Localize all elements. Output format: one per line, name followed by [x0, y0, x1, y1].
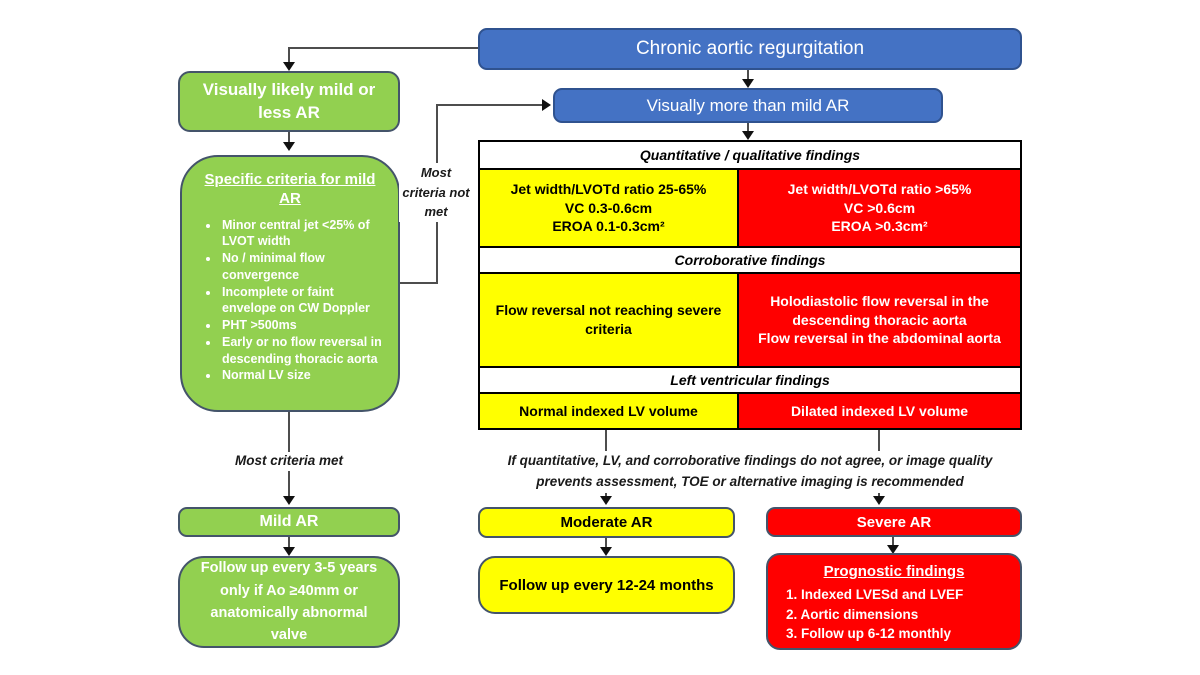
mild-followup-box: Follow up every 3-5 years only if Ao ≥40… — [178, 556, 400, 648]
cell-lv-severe: Dilated indexed LV volume — [737, 394, 1020, 428]
cell-quantitative-moderate: Jet width/LVOTd ratio 25-65% VC 0.3-0.6c… — [480, 170, 737, 246]
list-item: Minor central jet <25% of LVOT width — [220, 217, 386, 251]
mild-ar-box: Mild AR — [178, 507, 400, 537]
arrowhead-to-prognostic — [887, 545, 899, 554]
findings-table: Quantitative / qualitative findings Jet … — [478, 140, 1022, 430]
arrowhead-to-visually-more-left — [542, 99, 551, 111]
list-item: 2. Aortic dimensions — [786, 606, 919, 622]
severe-ar-box: Severe AR — [766, 507, 1022, 537]
chronic-ar-label: Chronic aortic regurgitation — [635, 38, 865, 59]
connector-more-to-table — [747, 123, 749, 132]
toe-recommendation-note: If quantitative, LV, and corroborative f… — [478, 451, 1022, 493]
moderate-ar-label: Moderate AR — [560, 514, 653, 531]
cell-corroborative-severe: Holodiastolic flow reversal in the desce… — [737, 274, 1020, 366]
mild-criteria-box: Specific criteria for mild AR Minor cent… — [180, 155, 400, 412]
connector-mildar-to-followup — [288, 537, 290, 548]
moderate-followup-box: Follow up every 12-24 months — [478, 556, 735, 614]
list-item: PHT >500ms — [220, 317, 386, 334]
list-item: 1. Indexed LVESd and LVEF — [786, 587, 964, 602]
connector-chronic-to-more — [747, 70, 749, 80]
chronic-ar-box: Chronic aortic regurgitation — [478, 28, 1022, 70]
connector-moderate-to-followup — [605, 538, 607, 548]
cell-corroborative-moderate: Flow reversal not reaching severe criter… — [480, 274, 737, 366]
visually-more-label: Visually more than mild AR — [646, 95, 850, 115]
visually-more-box: Visually more than mild AR — [553, 88, 943, 123]
arrowhead-to-criteria — [283, 142, 295, 151]
table-header-lv: Left ventricular findings — [480, 366, 1020, 392]
arrowhead-to-visually-more — [742, 79, 754, 88]
list-item: 3. Follow up 6-12 monthly — [786, 626, 952, 642]
arrowhead-to-moderate — [600, 496, 612, 505]
connector-notmet-bottom — [398, 282, 438, 284]
mild-criteria-list: Minor central jet <25% of LVOT widthNo /… — [190, 217, 390, 385]
connector-notmet-top — [436, 104, 542, 106]
arrowhead-to-yellow-followup — [600, 547, 612, 556]
prognostic-list: 1. Indexed LVESd and LVEF 2. Aortic dimen… — [774, 585, 963, 644]
prognostic-box: Prognostic findings 1. Indexed LVESd and… — [766, 553, 1022, 650]
prognostic-title: Prognostic findings — [823, 563, 965, 580]
arrowhead-to-mildar — [283, 496, 295, 505]
severe-ar-label: Severe AR — [856, 513, 932, 531]
arrowhead-to-visually-mild — [283, 62, 295, 71]
most-criteria-met-label: Most criteria met — [216, 452, 362, 471]
cell-lv-moderate: Normal indexed LV volume — [480, 394, 737, 428]
list-item: No / minimal flow convergence — [220, 250, 386, 284]
table-header-corroborative: Corroborative findings — [480, 246, 1020, 272]
table-row-quantitative: Jet width/LVOTd ratio 25-65% VC 0.3-0.6c… — [480, 168, 1020, 246]
arrowhead-to-table — [742, 131, 754, 140]
visually-mild-label: Visually likely mild or less AR — [202, 79, 376, 122]
connector-severe-to-prognostic — [892, 537, 894, 546]
arrowhead-to-severe — [873, 496, 885, 505]
connector-mild-to-criteria — [288, 132, 290, 144]
connector-top-left-horizontal — [289, 47, 478, 49]
list-item: Incomplete or faint envelope on CW Doppl… — [220, 284, 386, 318]
moderate-followup-label: Follow up every 12-24 months — [499, 576, 714, 594]
table-header-quantitative: Quantitative / qualitative findings — [480, 142, 1020, 168]
arrowhead-to-green-followup — [283, 547, 295, 556]
most-criteria-not-met-label: Most criteria not met — [399, 163, 473, 222]
table-row-lv: Normal indexed LV volume Dilated indexed… — [480, 392, 1020, 428]
mild-criteria-title: Specific criteria for mild AR — [204, 171, 376, 207]
visually-mild-box: Visually likely mild or less AR — [178, 71, 400, 132]
table-row-corroborative: Flow reversal not reaching severe criter… — [480, 272, 1020, 366]
connector-top-left-vertical — [288, 47, 290, 63]
mild-ar-label: Mild AR — [259, 513, 319, 530]
list-item: Normal LV size — [220, 367, 386, 384]
moderate-ar-box: Moderate AR — [478, 507, 735, 538]
cell-quantitative-severe: Jet width/LVOTd ratio >65% VC >0.6cm ERO… — [737, 170, 1020, 246]
mild-followup-label: Follow up every 3-5 years only if Ao ≥40… — [200, 560, 378, 644]
list-item: Early or no flow reversal in descending … — [220, 334, 386, 368]
